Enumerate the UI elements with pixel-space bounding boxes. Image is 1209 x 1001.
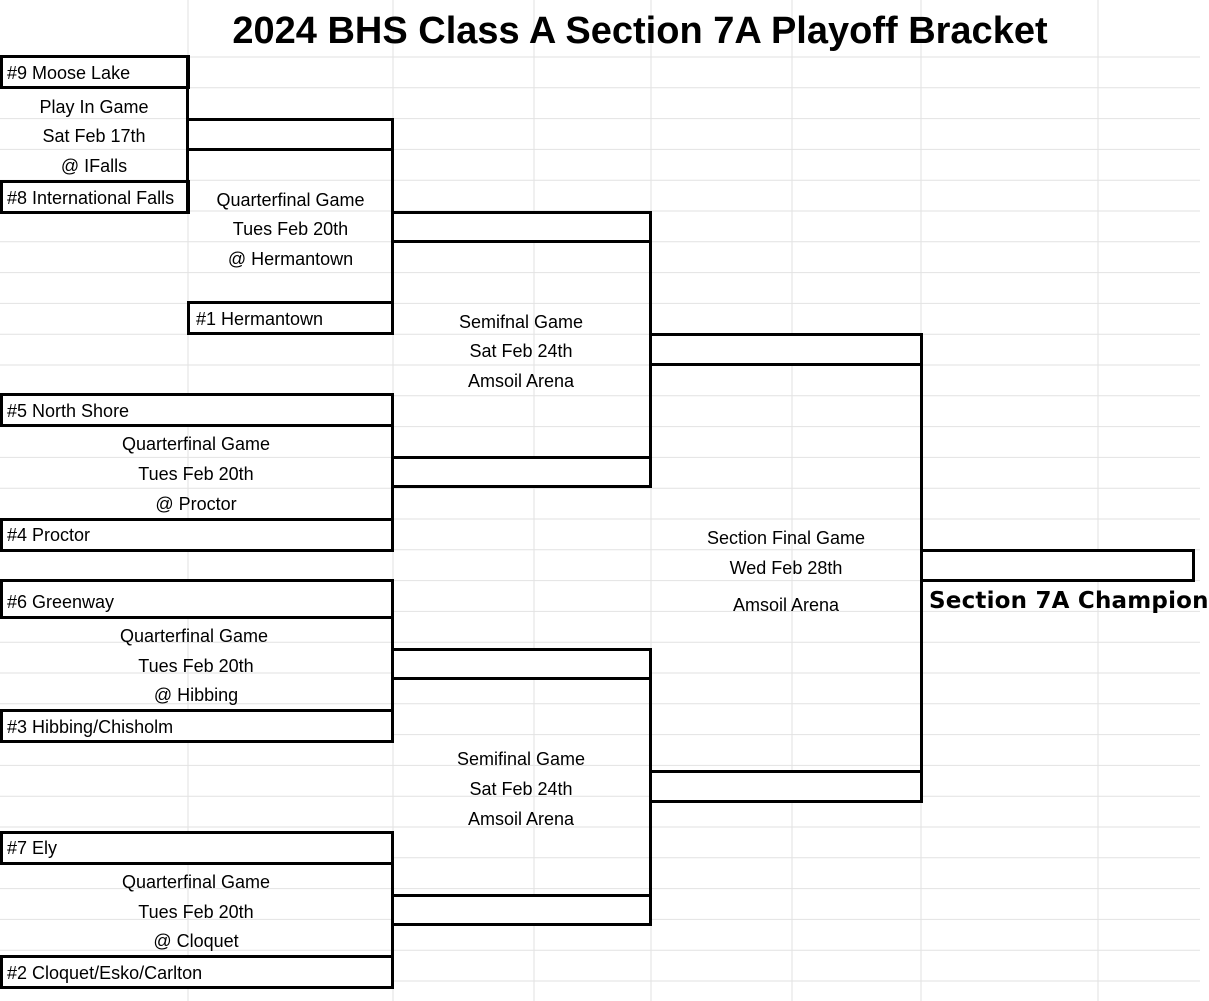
- winner-slot-qf-hibbing: [391, 648, 652, 680]
- game-date: Tues Feb 20th: [138, 464, 254, 484]
- game-label: Semifinal Game: [456, 749, 586, 769]
- team-name: #2 Cloquet/Esko/Carlton: [7, 963, 203, 983]
- team-slot-ely: [0, 831, 394, 865]
- team-slot-north-shore: [0, 393, 394, 427]
- team-slot-hibbing-chisholm: [0, 709, 394, 743]
- winner-slot-qf-proctor: [391, 456, 652, 488]
- team-name: #1 Hermantown: [196, 309, 324, 329]
- team-name: #4 Proctor: [7, 525, 91, 545]
- champion-slot: [920, 549, 1195, 582]
- game-label: Quarterfinal Game: [216, 190, 365, 210]
- game-location: @ Hibbing: [153, 685, 239, 705]
- team-name: #3 Hibbing/Chisholm: [7, 717, 174, 737]
- game-date: Wed Feb 28th: [729, 558, 843, 578]
- winner-slot-qf-hermantown: [391, 211, 652, 243]
- game-label: Section Final Game: [706, 528, 866, 548]
- game-label: Quarterfinal Game: [119, 626, 269, 646]
- game-location: @ Cloquet: [153, 931, 239, 951]
- game-label: Semifnal Game: [458, 312, 584, 332]
- team-slot-greenway: [0, 579, 394, 619]
- game-location: @ Hermantown: [227, 249, 354, 269]
- team-name: #6 Greenway: [7, 592, 115, 612]
- game-location: Amsoil Arena: [467, 809, 575, 829]
- game-label: Quarterfinal Game: [121, 872, 271, 892]
- game-location: @ IFalls: [60, 156, 128, 176]
- team-name: #8 International Falls: [7, 188, 175, 208]
- team-name: #5 North Shore: [7, 401, 130, 421]
- game-location: Amsoil Arena: [467, 371, 575, 391]
- team-name: #9 Moose Lake: [7, 63, 131, 83]
- team-slot-moose-lake: [0, 55, 190, 89]
- team-slot-proctor: [0, 518, 394, 552]
- winner-slot-play-in: [186, 118, 394, 151]
- winner-slot-sf-bottom: [649, 770, 923, 803]
- game-location: @ Proctor: [155, 494, 237, 514]
- team-name: #7 Ely: [7, 838, 58, 858]
- champion-label: Section 7A Champion: [929, 588, 1209, 614]
- game-label: Quarterfinal Game: [121, 434, 271, 454]
- team-slot-international-falls: [0, 180, 190, 214]
- game-location: Amsoil Arena: [732, 595, 840, 615]
- game-date: Sat Feb 24th: [469, 341, 573, 361]
- winner-slot-qf-cloquet: [391, 894, 652, 926]
- game-label: Play In Game: [39, 97, 149, 117]
- winner-slot-sf-top: [649, 333, 923, 366]
- game-date: Tues Feb 20th: [138, 902, 254, 922]
- game-date: Sat Feb 24th: [469, 779, 573, 799]
- game-date: Tues Feb 20th: [232, 219, 349, 239]
- game-date: Sat Feb 17th: [42, 126, 146, 146]
- game-date: Tues Feb 20th: [138, 656, 254, 676]
- team-slot-cloquet: [0, 955, 394, 989]
- bracket-title: 2024 BHS Class A Section 7A Playoff Brac…: [232, 10, 1048, 52]
